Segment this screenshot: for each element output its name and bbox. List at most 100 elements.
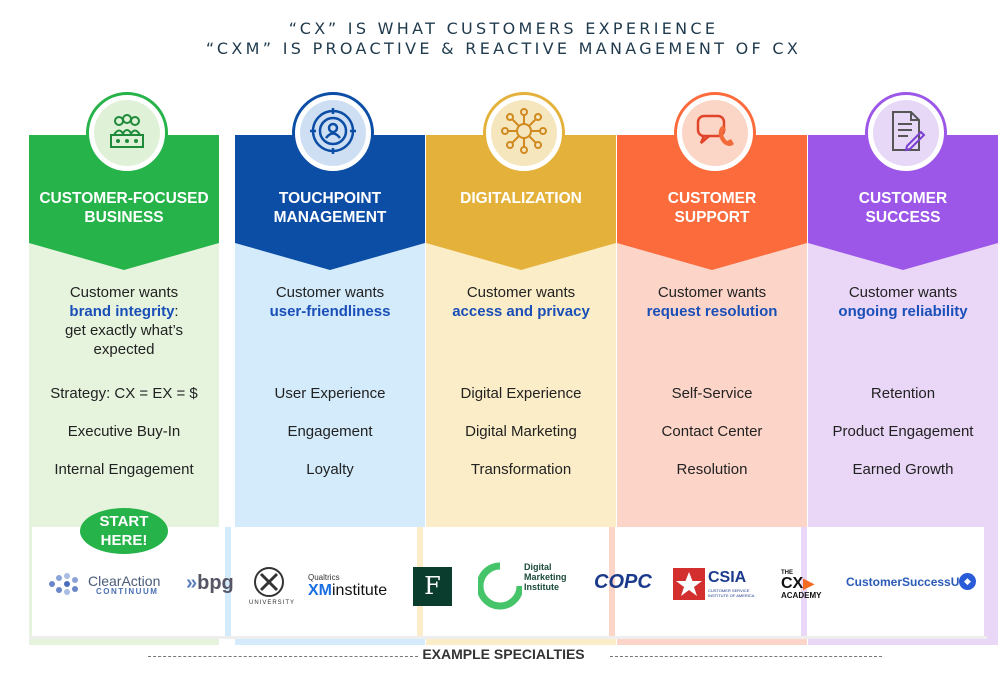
phone-chat-icon <box>690 106 740 161</box>
bpg-chevron-icon: » <box>186 572 198 594</box>
logo-border-left <box>29 527 32 639</box>
icon-circle <box>865 92 947 174</box>
column-1: CUSTOMER-FOCUSED BUSINESS Customer wants… <box>29 92 219 645</box>
want-prefix: Customer wants <box>657 284 767 301</box>
specialty-item: Loyalty <box>306 461 354 478</box>
customer-want: Customer wants access and privacy <box>426 283 616 321</box>
document-icon <box>881 106 931 161</box>
icon-inner <box>491 100 557 166</box>
here-label: HERE! <box>100 532 148 549</box>
xm-institute-logo: XMinstitute <box>308 582 387 600</box>
logo-border-right <box>984 527 987 639</box>
icon-inner <box>682 100 748 166</box>
cx-academy-cx: CX <box>781 575 804 592</box>
want-highlight: user-friendliness <box>269 303 391 320</box>
logo-divider-1 <box>225 527 231 639</box>
specialty-item: Digital Marketing <box>465 423 577 440</box>
logo-border-bottom <box>29 636 987 639</box>
customer-want: Customer wants request resolution <box>617 283 807 321</box>
dmi-line-1: Digital <box>524 562 552 572</box>
column-title: CUSTOMER SUCCESS <box>808 189 998 227</box>
specialty-item: User Experience <box>274 385 386 402</box>
column-title: TOUCHPOINT MANAGEMENT <box>235 189 425 227</box>
footer-dash-right <box>610 656 882 657</box>
specialty-item: Contact Center <box>661 423 763 440</box>
target-user-icon <box>308 106 358 161</box>
csia-sub: CUSTOMER SERVICE INSTITUTE OF AMERICA <box>708 588 755 598</box>
column-title-line-1: DIGITALIZATION <box>460 190 582 207</box>
specialty-item: Internal Engagement <box>54 461 194 478</box>
csia-star-icon <box>673 568 705 600</box>
want-suffix: : <box>174 303 179 320</box>
clearaction-sub: CONTINUUM <box>96 587 159 596</box>
dmi-line-3: Institute <box>524 582 559 592</box>
clearaction-name: ClearAction <box>88 573 161 589</box>
dmi-arc-icon <box>476 562 524 610</box>
cx-university-text: UNIVERSITY <box>249 600 296 606</box>
icon-circle <box>292 92 374 174</box>
start-label: START <box>99 513 149 530</box>
footer-label: EXAMPLE SPECIALTIES <box>422 646 585 662</box>
bpg-text: bpg <box>197 572 234 594</box>
icon-inner <box>300 100 366 166</box>
title-line-2: “CXM” IS PROACTIVE & REACTIVE MANAGEMENT… <box>205 39 802 58</box>
specialty-item: Transformation <box>470 461 572 478</box>
institute-text: institute <box>332 582 388 599</box>
dmi-text: Digital Marketing Institute <box>524 562 567 592</box>
want-prefix: Customer wants <box>275 284 385 301</box>
cx-academy-the: THE <box>781 570 793 576</box>
footer-dash-left <box>148 656 418 657</box>
want-highlight: access and privacy <box>452 303 590 320</box>
icon-inner <box>94 100 160 166</box>
column-3: DIGITALIZATION Customer wants access and… <box>426 92 616 645</box>
logo-divider-4 <box>801 527 807 639</box>
cx-university-logo <box>253 566 285 603</box>
bpg-logo: »bpg <box>186 572 234 595</box>
want-highlight: ongoing reliability <box>838 303 968 320</box>
column-title-line-2: BUSINESS <box>84 209 164 226</box>
column-title-line-1: CUSTOMER <box>667 190 757 207</box>
want-prefix: Customer wants <box>466 284 576 301</box>
want-extra-1: get exactly what’s <box>64 322 184 339</box>
specialty-item: Strategy: CX = EX = $ <box>50 385 198 402</box>
column-title: DIGITALIZATION <box>426 189 616 208</box>
icon-inner <box>873 100 939 166</box>
specialty-item: Digital Experience <box>460 385 582 402</box>
network-icon <box>499 106 549 161</box>
want-highlight: request resolution <box>646 303 778 320</box>
icon-circle <box>674 92 756 174</box>
csia-logo <box>673 568 705 605</box>
want-highlight: brand integrity <box>69 303 175 320</box>
want-prefix: Customer wants <box>69 284 179 301</box>
column-title-line-1: TOUCHPOINT <box>278 190 382 207</box>
forrester-logo: F <box>413 567 452 606</box>
csia-text: CSIA <box>708 569 747 586</box>
cx-academy-cx-row: CX▶ <box>781 575 821 592</box>
specialty-item: Executive Buy-In <box>67 423 181 440</box>
column-title-line-1: CUSTOMER <box>858 190 948 207</box>
icon-circle <box>483 92 565 174</box>
specialty-item: Retention <box>870 385 936 402</box>
want-prefix: Customer wants <box>848 284 958 301</box>
copc-logo: COPC <box>594 571 652 593</box>
column-title: CUSTOMER-FOCUSED BUSINESS <box>29 189 219 227</box>
icon-circle <box>86 92 168 174</box>
start-here-badge: START HERE! <box>80 508 168 554</box>
column-title: CUSTOMER SUPPORT <box>617 189 807 227</box>
customer-want: Customer wants brand integrity: get exac… <box>29 283 219 359</box>
column-title-line-2: MANAGEMENT <box>273 209 387 226</box>
cx-academy-academy: ACADEMY <box>781 591 822 600</box>
customer-success-u-shield-icon: ◆ <box>959 573 976 590</box>
team-icon <box>105 109 149 158</box>
clearaction-logo <box>47 572 83 601</box>
specialty-item: Engagement <box>287 423 373 440</box>
column-title-line-2: SUPPORT <box>674 209 750 226</box>
customer-success-u-logo: CustomerSuccessU <box>846 575 960 589</box>
dmi-line-2: Marketing <box>524 572 567 582</box>
specialty-item: Product Engagement <box>832 423 974 440</box>
xm-text: XM <box>308 582 332 599</box>
logo-strip <box>29 527 987 639</box>
